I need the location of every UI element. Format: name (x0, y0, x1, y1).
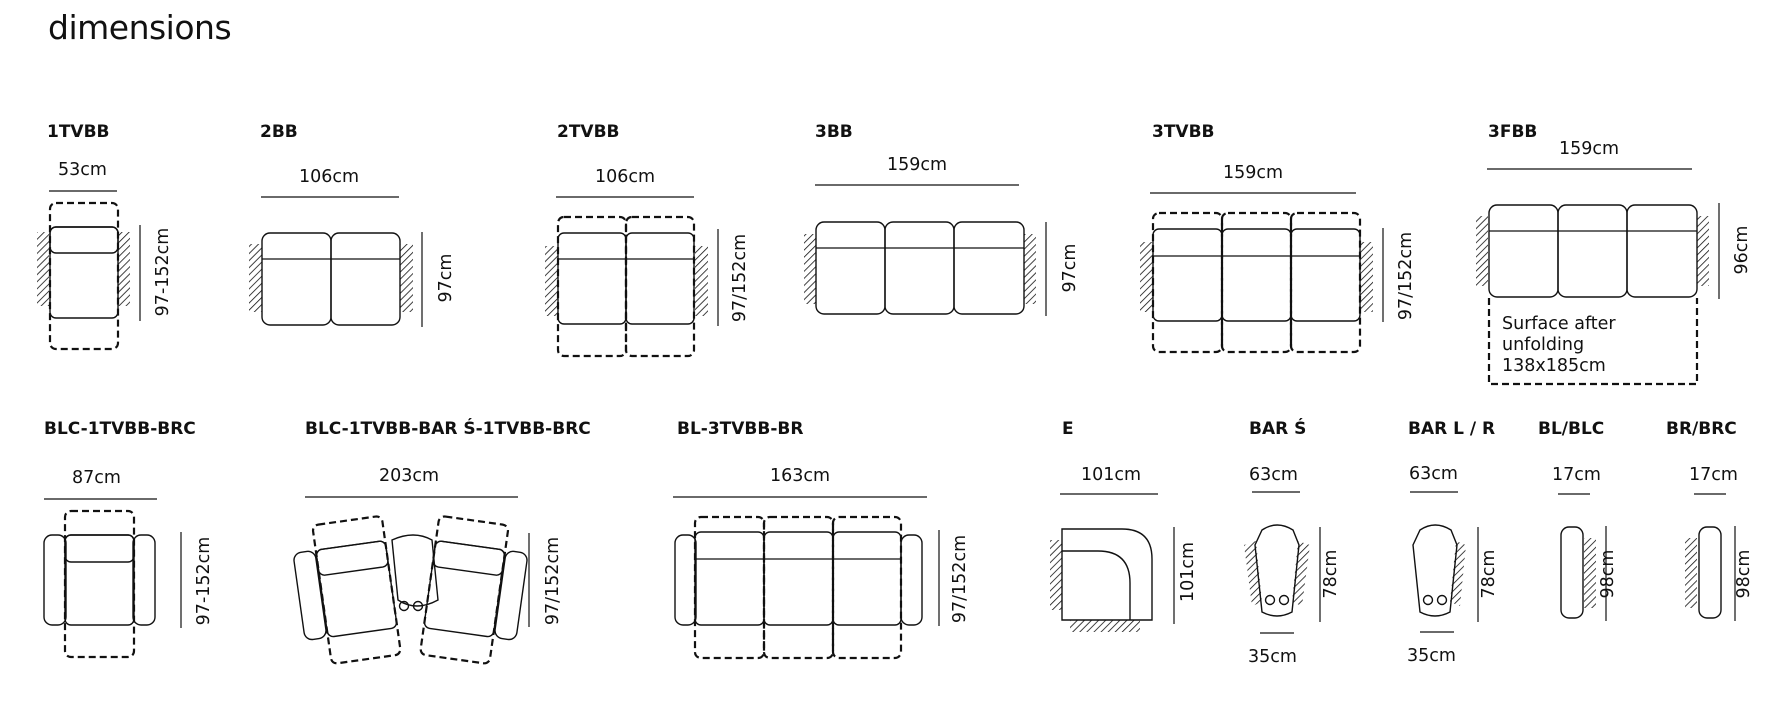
page-title: dimensions (48, 8, 232, 47)
width-2tvbb: 106cm (595, 167, 656, 187)
drawing-bar-s (1244, 491, 1321, 634)
drawing-blc-1tvbb-bar-s-1tvbb-brc (293, 496, 530, 665)
drawing-br-brc (1685, 493, 1736, 621)
product-label-bar-s: BAR Ś (1249, 419, 1307, 439)
width-br-brc: 17cm (1689, 465, 1738, 485)
product-label-bl-blc: BL/BLC (1538, 419, 1605, 439)
width-2bb: 106cm (299, 167, 360, 187)
width-bar-s: 63cm (1249, 465, 1298, 485)
product-label-blc-1tvbb-brc: BLC-1TVBB-BRC (44, 419, 196, 439)
drawing-bl-3tvbb-br (673, 496, 940, 660)
product-label-bar-lr: BAR L / R (1408, 419, 1496, 439)
unfolding-note-line-2: unfolding (1502, 335, 1585, 355)
product-label-3fbb: 3FBB (1488, 122, 1538, 142)
unfolding-note: Surface after unfolding 138x185cm (1502, 314, 1616, 377)
width-bar-lr: 63cm (1409, 464, 1458, 484)
product-label-bl-3tvbb-br: BL-3TVBB-BR (677, 419, 804, 439)
drawing-3tvbb (1140, 192, 1384, 354)
unfolding-note-line-3: 138x185cm (1502, 356, 1606, 376)
width-3fbb: 159cm (1559, 139, 1620, 159)
bottom-width-bar-s: 35cm (1248, 647, 1297, 667)
product-label-2bb: 2BB (260, 122, 298, 142)
width-bl-blc: 17cm (1552, 465, 1601, 485)
drawing-3bb (804, 184, 1047, 316)
drawing-2tvbb (545, 196, 719, 358)
bottom-width-bar-lr: 35cm (1407, 646, 1456, 666)
drawing-3fbb (1476, 168, 1720, 386)
unfolding-note-line-1: Surface after (1502, 314, 1616, 334)
drawing-blc-1tvbb-brc (43, 498, 182, 659)
drawing-bar-lr (1410, 491, 1479, 633)
product-label-e: E (1062, 419, 1074, 439)
product-label-2tvbb: 2TVBB (557, 122, 620, 142)
width-blc-1tvbb-bar-s: 203cm (379, 466, 440, 486)
width-3tvbb: 159cm (1223, 163, 1284, 183)
product-label-blc-1tvbb-bar-s: BLC-1TVBB-BAR Ś-1TVBB-BRC (305, 419, 591, 439)
drawing-bl-blc (1558, 493, 1607, 621)
drawing-2bb (249, 196, 423, 327)
width-3bb: 159cm (887, 155, 948, 175)
drawing-e (1050, 493, 1175, 632)
product-label-3tvbb: 3TVBB (1152, 122, 1215, 142)
width-bl-3tvbb-br: 163cm (770, 466, 831, 486)
drawing-1tvbb (37, 190, 141, 351)
product-label-3bb: 3BB (815, 122, 853, 142)
product-label-br-brc: BR/BRC (1666, 419, 1737, 439)
width-e: 101cm (1081, 465, 1142, 485)
width-1tvbb: 53cm (58, 160, 107, 180)
product-label-1tvbb: 1TVBB (47, 122, 110, 142)
width-blc-1tvbb-brc: 87cm (72, 468, 121, 488)
